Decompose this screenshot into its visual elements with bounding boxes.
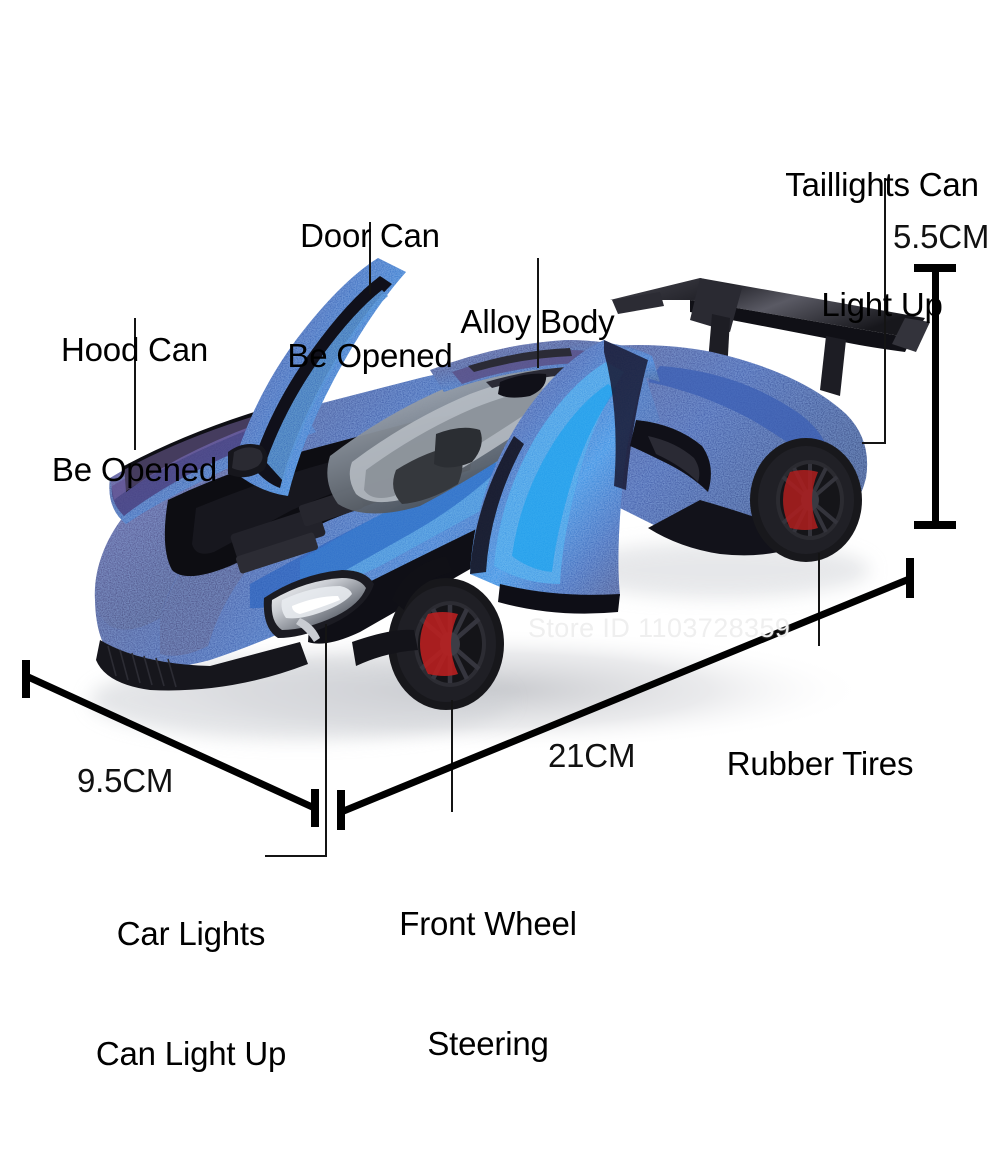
dimension-label-width: 9.5CM	[77, 762, 174, 799]
dimension-rule-height	[932, 266, 939, 528]
store-id-watermark: Store ID 1103728359	[528, 613, 791, 643]
annotation-car-lights-line2: Can Light Up	[95, 1035, 287, 1073]
leader-rubber-tires	[818, 553, 820, 646]
annotation-car-lights-line1: Car Lights	[116, 914, 266, 952]
annotation-hood: Hood Can Be Opened	[22, 249, 247, 571]
annotation-hood-line1: Hood Can	[61, 330, 208, 368]
annotation-rubber-tires: Rubber Tires	[705, 663, 935, 864]
headlight-lens	[271, 578, 366, 630]
dimension-cap-length-right	[906, 558, 914, 598]
leader-car-lights-horizontal	[265, 855, 327, 857]
leader-car-lights-vertical	[325, 624, 327, 857]
leader-hood	[134, 318, 136, 450]
annotation-taillights: Taillights Can Light Up	[757, 84, 1000, 406]
brake-caliper	[420, 612, 458, 676]
leader-door	[369, 222, 371, 294]
side-air-intake	[630, 420, 711, 492]
annotation-alloy-body-line1: Alloy Body	[460, 302, 615, 340]
dimension-label-length: 21CM	[548, 737, 636, 774]
dimension-label-height: 5.5CM	[893, 218, 990, 255]
annotation-hood-line2: Be Opened	[51, 451, 218, 489]
annotation-door-line1: Door Can	[300, 216, 440, 254]
dimension-cap-width-left	[22, 660, 30, 698]
leader-front-wheel	[451, 700, 453, 812]
annotation-front-wheel-line2: Steering	[427, 1025, 549, 1063]
annotation-front-wheel-line1: Front Wheel	[399, 904, 577, 942]
leader-taillights-vertical	[884, 178, 886, 444]
front-lighting	[263, 570, 374, 642]
rear-wheel	[750, 438, 862, 562]
leader-alloy-body	[537, 258, 539, 368]
dimension-cap-length-left	[337, 790, 345, 830]
annotation-taillights-line2: Light Up	[821, 286, 943, 324]
annotation-rubber-tires-line1: Rubber Tires	[726, 744, 914, 782]
product-infographic: Taillights Can Light Up Door Can Be Open…	[22, 84, 1000, 1073]
annotation-door-line2: Be Opened	[287, 337, 453, 375]
annotation-front-wheel: Front Wheel Steering	[372, 823, 604, 1145]
annotation-car-lights: Car Lights Can Light Up	[76, 833, 306, 1155]
dimension-cap-width-right	[311, 789, 319, 827]
annotation-door: Door Can Be Opened	[255, 135, 485, 457]
front-wheel	[388, 556, 504, 710]
annotation-taillights-line1: Taillights Can	[785, 165, 979, 203]
leader-taillights-horizontal	[862, 442, 886, 444]
annotation-alloy-body: Alloy Body	[425, 221, 650, 422]
dimension-cap-height-top	[914, 264, 956, 272]
dimension-cap-height-bottom	[914, 521, 956, 529]
